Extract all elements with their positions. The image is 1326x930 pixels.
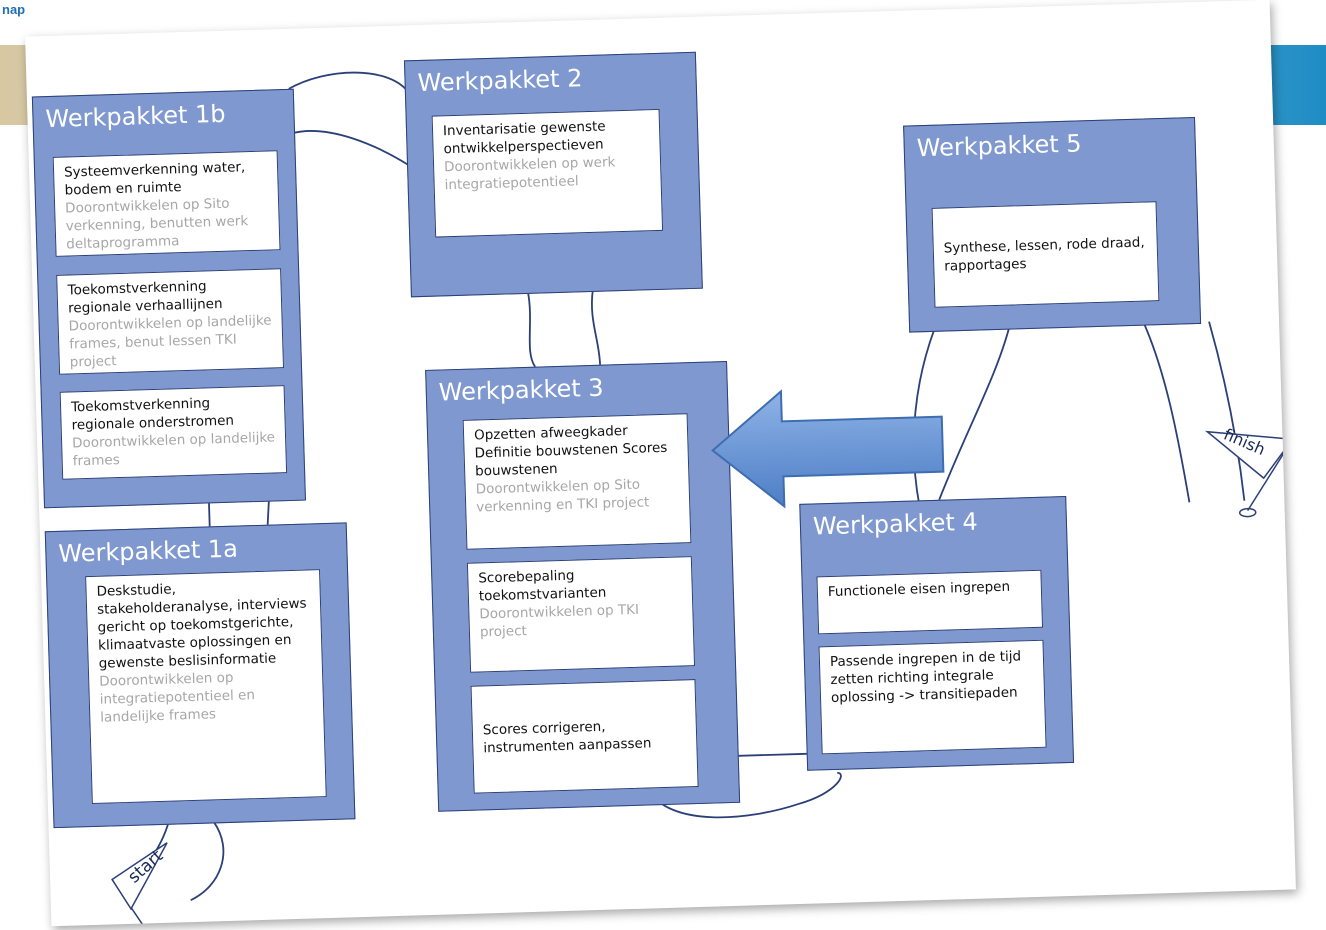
- task-main-text: Scorebepaling toekomstvarianten: [478, 567, 607, 605]
- werkpakket-5: Werkpakket 5 Synthese, lessen, rode draa…: [903, 116, 1202, 333]
- start-flag-icon: [111, 842, 168, 927]
- task-main-text: Synthese, lessen, rode draad, rapportage…: [943, 234, 1145, 275]
- werkpakket-4: Werkpakket 4 Functionele eisen ingrepen …: [799, 495, 1075, 771]
- task-main-text: Toekomstverkenning regionale verhaallijn…: [67, 278, 223, 317]
- task-synthese: Synthese, lessen, rode draad, rapportage…: [931, 201, 1160, 308]
- task-main-text: Passende ingrepen in de tijd zetten rich…: [829, 648, 1022, 707]
- werkpakket-3: Werkpakket 3 Opzetten afweegkader Defini…: [425, 360, 741, 812]
- werkpakket-1b-title: Werkpakket 1b: [45, 99, 226, 134]
- task-sub-text: Doorontwikkelen op TKI project: [479, 601, 640, 641]
- logo-text: nap: [2, 2, 26, 17]
- werkpakket-2: Werkpakket 2 Inventarisatie gewenste ont…: [403, 51, 703, 298]
- task-scorebepaling: Scorebepaling toekomstvarianten Doorontw…: [466, 556, 696, 673]
- task-main-text: Scores corrigeren, instrumenten aanpasse…: [482, 718, 652, 757]
- task-sub-text: Doorontwikkelen op landelijke frames, be…: [68, 312, 272, 371]
- task-main-text: Functionele eisen ingrepen: [827, 578, 1011, 601]
- task-sub-text: Doorontwikkelen op landelijke frames: [71, 429, 276, 470]
- task-functionele-eisen: Functionele eisen ingrepen: [816, 569, 1044, 635]
- werkpakket-3-title: Werkpakket 3: [438, 373, 604, 407]
- task-inventarisatie: Inventarisatie gewenste ontwikkelperspec…: [431, 108, 664, 238]
- werkpakket-1a: Werkpakket 1a Deskstudie, stakeholderana…: [44, 522, 356, 829]
- flow-arrow-left-icon: [706, 382, 950, 514]
- task-scores-corrigeren: Scores corrigeren, instrumenten aanpasse…: [470, 679, 699, 794]
- werkpakket-2-title: Werkpakket 2: [417, 64, 583, 98]
- task-toekomst-verhaallijnen: Toekomstverkenning regionale verhaallijn…: [56, 268, 285, 375]
- task-deskstudie: Deskstudie, stakeholderanalyse, intervie…: [85, 569, 327, 805]
- task-systeemverkenning: Systeemverkenning water, bodem en ruimte…: [52, 150, 281, 257]
- task-sub-text: Doorontwikkelen op werk integratiepotent…: [443, 154, 616, 194]
- task-sub-text: Doorontwikkelen op Sito verkenning, benu…: [64, 195, 249, 253]
- task-main-text: Inventarisatie gewenste ontwikkelperspec…: [442, 118, 606, 158]
- task-main-text: Opzetten afweegkader Definitie bouwstene…: [473, 422, 668, 480]
- task-main-text: Systeemverkenning water, bodem en ruimte: [63, 159, 246, 199]
- werkpakket-1b: Werkpakket 1b Systeemverkenning water, b…: [31, 88, 306, 509]
- task-main-text: Toekomstverkenning regionale onderstrome…: [70, 395, 235, 434]
- werkpakket-5-title: Werkpakket 5: [916, 129, 1082, 163]
- werkpakket-1a-title: Werkpakket 1a: [58, 534, 239, 568]
- task-passende-ingrepen: Passende ingrepen in de tijd zetten rich…: [818, 639, 1047, 755]
- task-afweegkader: Opzetten afweegkader Definitie bouwstene…: [462, 413, 692, 550]
- werkpakket-4-title: Werkpakket 4: [812, 507, 979, 541]
- diagram-sheet: start finish Werkpakket 1b Systeemverken…: [25, 0, 1296, 927]
- task-toekomst-onderstromen: Toekomstverkenning regionale onderstrome…: [59, 385, 288, 480]
- task-main-text: Deskstudie, stakeholderanalyse, intervie…: [96, 581, 307, 672]
- task-sub-text: Doorontwikkelen op integratiepotentieel …: [99, 669, 256, 726]
- task-sub-text: Doorontwikkelen op Sito verkenning en TK…: [475, 476, 650, 516]
